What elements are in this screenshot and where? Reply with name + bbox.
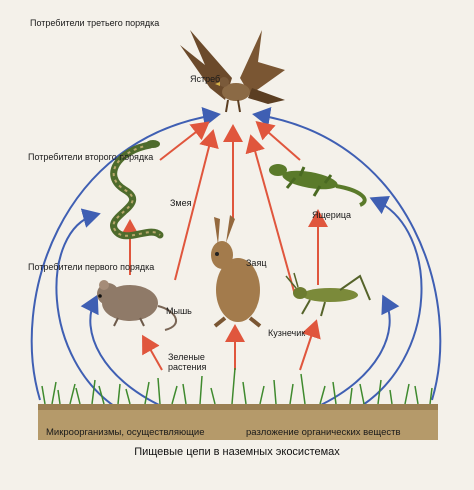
arrow-snake-hawk bbox=[159, 121, 210, 161]
ground-label-left: Микроорганизмы, осуществляющие bbox=[46, 427, 205, 438]
snake-illustration bbox=[110, 140, 164, 240]
snake-label: Змея bbox=[170, 198, 192, 208]
grasshopper-label: Кузнечик bbox=[268, 328, 306, 338]
decomposition-arc bbox=[30, 107, 221, 401]
ground-label-right: разложение органических веществ bbox=[246, 427, 401, 438]
level-second-label: Потребители второго порядка bbox=[28, 152, 154, 162]
level-third-label: Потребители третьего порядка bbox=[30, 18, 160, 28]
hare-label: Заяц bbox=[246, 258, 267, 268]
level-first-label: Потребители первого порядка bbox=[28, 262, 155, 272]
decomposition-arc bbox=[309, 294, 400, 411]
decomposition-arc bbox=[354, 195, 423, 411]
lizard-label: Ящерица bbox=[312, 210, 352, 220]
mouse-label: Мышь bbox=[166, 306, 192, 316]
lizard-illustration bbox=[269, 164, 367, 207]
arrow-plants-mouse bbox=[142, 334, 163, 371]
hawk-label: Ястреб bbox=[190, 74, 221, 84]
energy-arrows bbox=[120, 121, 328, 371]
grass bbox=[41, 367, 433, 405]
grasshopper-illustration bbox=[285, 272, 371, 317]
arrow-mouse-hawk bbox=[174, 129, 219, 281]
mouse-illustration bbox=[97, 280, 178, 331]
hare-illustration bbox=[211, 215, 262, 328]
arrow-lizard-hawk bbox=[255, 121, 301, 161]
arrow-plants-grass bbox=[299, 319, 321, 371]
diagram-caption: Пищевые цепи в наземных экосистемах bbox=[134, 446, 340, 458]
plants-label: Зеленые растения bbox=[168, 352, 207, 372]
decomposition-arc bbox=[252, 107, 442, 401]
decomposition-arc bbox=[80, 294, 171, 411]
hawk-illustration bbox=[180, 30, 285, 113]
arrow-grass-hawk bbox=[245, 134, 296, 296]
